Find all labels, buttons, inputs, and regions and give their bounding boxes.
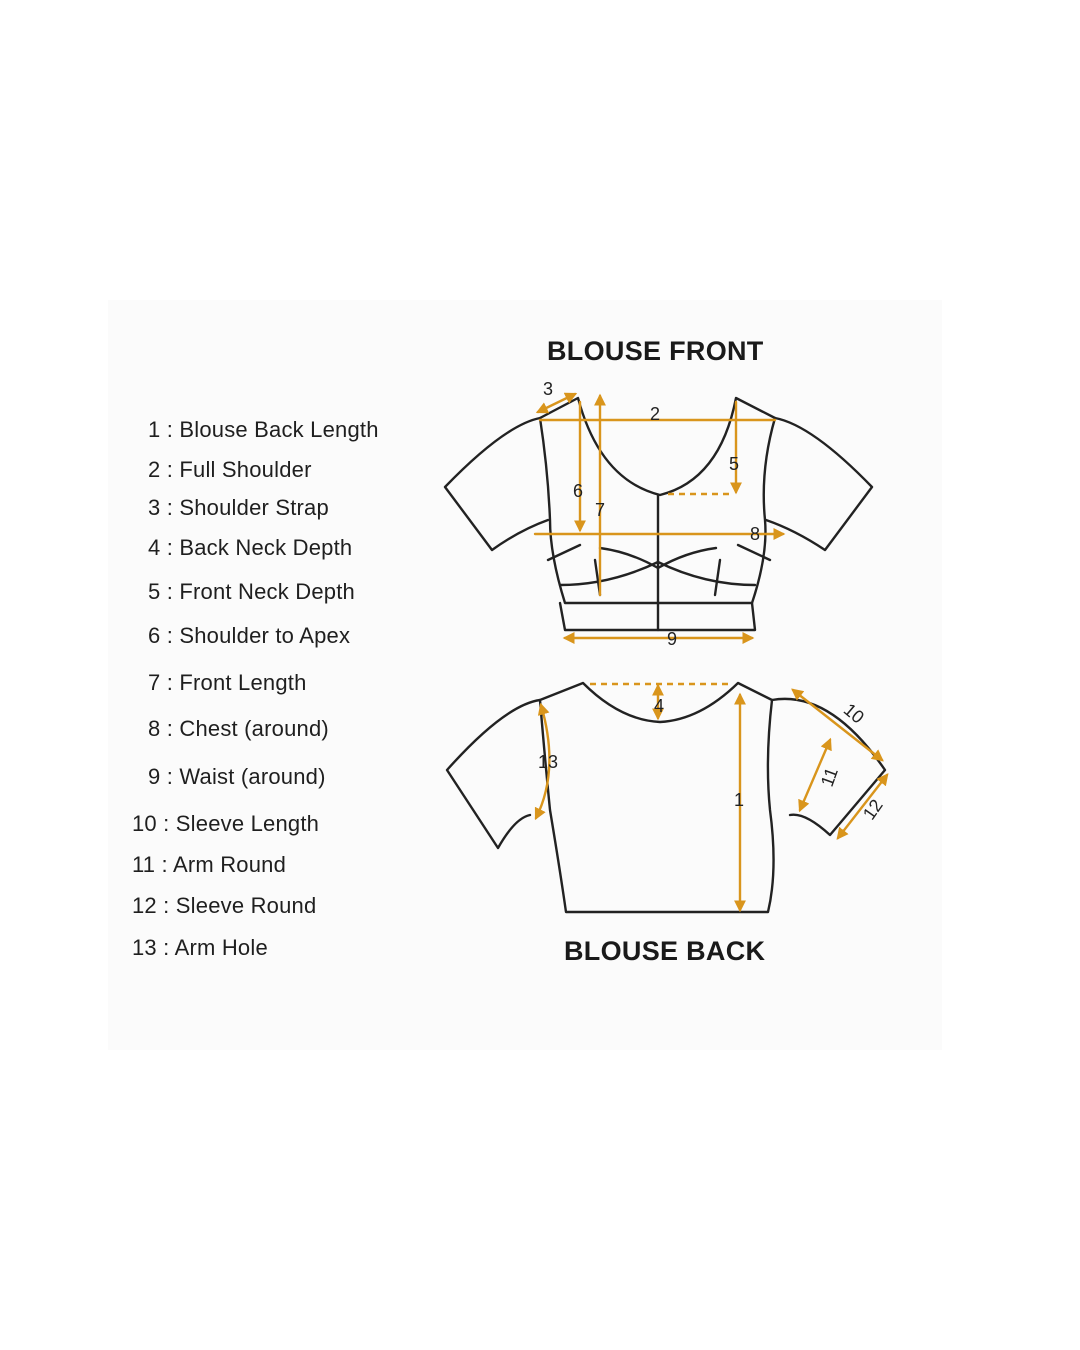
measure-line-sleeve-length [791, 688, 884, 762]
marker-7: 7 [595, 500, 605, 520]
marker-12: 12 [859, 796, 887, 824]
marker-13: 13 [538, 752, 558, 772]
marker-1: 1 [734, 790, 744, 810]
marker-9: 9 [667, 629, 677, 649]
front-waistband [558, 601, 757, 632]
front-bust-curves [558, 546, 757, 587]
legend-item-arm-hole: 13 : Arm Hole [132, 935, 268, 960]
legend-item-waist-around: 9 : Waist (around) [148, 764, 326, 789]
measure-line-sleeve-round [836, 773, 889, 840]
marker-4: 4 [654, 696, 664, 716]
blouse-front-heading: BLOUSE FRONT [547, 336, 764, 366]
marker-5: 5 [729, 454, 739, 474]
measure-line-arm-round [798, 737, 832, 813]
legend-item-shoulder-to-apex: 6 : Shoulder to Apex [148, 623, 351, 648]
front-dart-right [736, 543, 772, 562]
measure-line-shoulder-strap [535, 392, 578, 414]
legend-item-front-length: 7 : Front Length [148, 670, 307, 695]
diagram-panel [108, 300, 942, 1050]
legend-item-back-neck-depth: 4 : Back Neck Depth [148, 535, 353, 560]
legend-item-arm-round: 11 : Arm Round [132, 852, 287, 877]
blouse-back-drawing: 4 13 1 10 11 12 [445, 681, 889, 914]
legend-item-blouse-back-length: 1 : Blouse Back Length [148, 417, 379, 442]
legend-item-full-shoulder: 2 : Full Shoulder [148, 457, 312, 482]
back-left-sleeve [445, 698, 542, 850]
legend-item-sleeve-round: 12 : Sleeve Round [132, 893, 317, 918]
marker-6: 6 [573, 481, 583, 501]
marker-3: 3 [543, 379, 553, 399]
front-left-sleeve [443, 416, 550, 552]
front-dart-left [546, 543, 582, 562]
legend-item-front-neck-depth: 5 : Front Neck Depth [148, 579, 355, 604]
blouse-front-drawing: 3 2 5 6 7 8 9 [443, 379, 874, 649]
back-bodice-outline [538, 681, 775, 914]
front-right-sleeve [764, 416, 874, 552]
front-bodice-outline [538, 396, 777, 605]
measure-line-arm-hole [534, 702, 551, 821]
legend-item-shoulder-strap: 3 : Shoulder Strap [148, 495, 329, 520]
marker-2: 2 [650, 404, 660, 424]
blouse-back-heading: BLOUSE BACK [564, 936, 766, 966]
marker-11: 11 [817, 765, 842, 789]
marker-8: 8 [750, 524, 760, 544]
front-dart-right-vertical [713, 558, 722, 597]
legend-item-sleeve-length: 10 : Sleeve Length [132, 811, 320, 836]
legend-item-chest-around: 8 : Chest (around) [148, 716, 329, 741]
